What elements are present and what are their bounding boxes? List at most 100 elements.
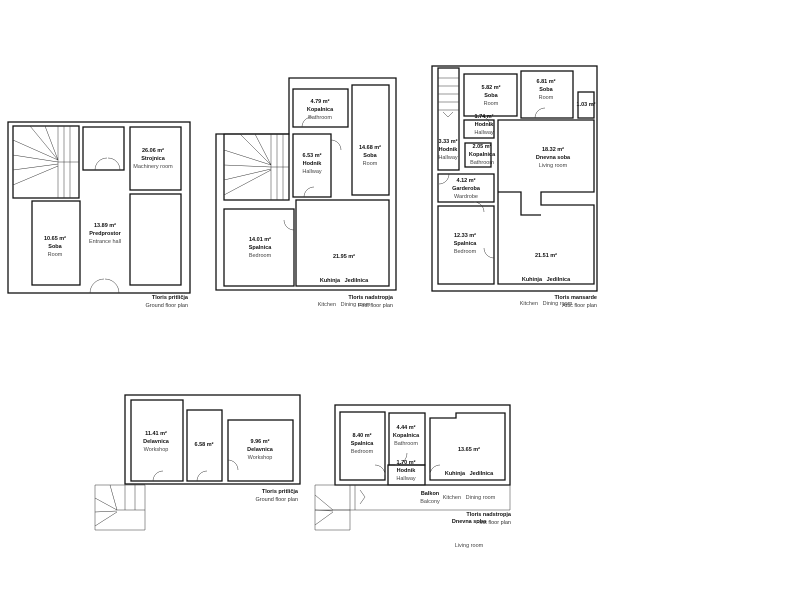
first-floor-plan-2-walls (314, 404, 511, 531)
room-name: Soba (484, 93, 498, 99)
caption-english: Ground floor plan (145, 303, 189, 309)
room-label-room: 10.65 m² Soba Room (44, 235, 66, 259)
room-name: Soba (539, 87, 553, 93)
room-name-en: Kitchen Dining room (519, 301, 573, 307)
room-area: 12.33 m² (453, 233, 476, 239)
room-name-en: Machinery room (133, 164, 173, 170)
room-label-bedroom: 14.01 m² Spalnica Bedroom (249, 236, 272, 260)
room-name: Kopalnica (392, 433, 420, 439)
plan-caption-first-floor-2: Tloris nadstropja First floor plan (466, 511, 511, 527)
caption-slovene: Tloris pritličja (151, 295, 188, 301)
room-area: 11.41 m² (145, 431, 167, 437)
room-name-en: Hallway (302, 169, 322, 175)
room-label-kitchen-dining: 21.95 m² Kuhinja Jedilnica Kitchen Dinin… (318, 237, 371, 317)
plan-caption-ground-floor-2: Tloris pritličja Ground floor plan (256, 488, 299, 504)
caption-english: Ground floor plan (255, 497, 299, 503)
room-name: Spalnica (453, 241, 477, 247)
caption-slovene: Tloris nadstropja (348, 295, 393, 301)
room-label-bathroom: 4.79 m² Kopalnica Bathroom (307, 98, 333, 122)
room-area: 6.58 m² (194, 442, 214, 448)
room-name-en: Room (362, 161, 378, 167)
ground-floor-plan-walls (7, 121, 191, 294)
room-area: 9.96 m² (250, 439, 270, 445)
room-area: 6.53 m² (302, 153, 322, 159)
room-name-en: Bathroom (308, 115, 332, 121)
room-name: Dnevna soba (535, 155, 571, 161)
room-name-en: Workshop (143, 447, 169, 453)
ground-floor-plan-2-walls (94, 394, 301, 531)
room-area: 4.44 m² (396, 425, 416, 431)
room-name: Hodnik (302, 161, 322, 167)
room-label-workshop: 9.96 m² Delavnica Workshop (247, 438, 273, 462)
room-label-hallway: 6.53 m² Hodnik Hallway (302, 152, 321, 176)
room-name-en: Bedroom (350, 449, 374, 455)
room-name: Delavnica (143, 439, 169, 445)
room-area: 6.81 m² (536, 79, 556, 85)
room-label-bedroom: 8.40 m² Spalnica Bedroom (351, 432, 374, 456)
room-name-en: Hallway (474, 130, 494, 136)
room-label-hallway: 3.33 m² Hodnik Hallway (438, 138, 457, 162)
room-label-storage: 6.58 m² (195, 441, 214, 449)
room-area: 13.89 m² (93, 223, 117, 229)
room-area: 21.51 m² (534, 253, 557, 259)
room-name-en: Kitchen Dining room (442, 495, 496, 501)
room-name-en: Living room (538, 163, 568, 169)
room-name: Spalnica (248, 245, 272, 251)
room-area: 1.03 m² (576, 102, 596, 108)
room-name-en: Balcony (420, 499, 440, 505)
room-label-bedroom: 12.33 m² Spalnica Bedroom (454, 232, 477, 256)
plan-caption-ground-floor: Tloris pritličja Ground floor plan (146, 294, 189, 310)
room-name-en: Room (483, 101, 499, 107)
first-floor-plan-walls (215, 77, 397, 291)
room-area: 14.01 m² (248, 237, 271, 243)
room-name-en: Wardrobe (454, 194, 478, 200)
room-name: Kuhinja Jedilnica (521, 277, 571, 283)
room-label-workshop: 11.41 m² Delavnica Workshop (143, 430, 169, 454)
room-name: Hodnik (474, 122, 494, 128)
room-label-entrance-hall: 13.89 m² Predprostor Entrance hall (89, 222, 121, 246)
room-label-bathroom: 4.44 m² Kopalnica Bathroom (393, 424, 419, 448)
caption-english: Attic floor plan (562, 303, 597, 309)
room-name: Garderoba (452, 186, 480, 192)
room-area: 21.95 m² (332, 254, 355, 260)
room-name-en: Workshop (247, 455, 273, 461)
caption-slovene: Tloris pritličja (261, 489, 298, 495)
room-name-en: Kitchen Dining room (317, 302, 371, 308)
room-label-bathroom: 2.05 m² Kopalnica Bathroom (469, 143, 495, 167)
caption-slovene: Tloris nadstropja (466, 512, 511, 518)
room-area: 18.32 m² (541, 147, 565, 153)
room-name-en: Hallway (396, 476, 416, 482)
room-name-en: Room (538, 95, 554, 101)
room-name: Delavnica (247, 447, 273, 453)
room-name: Soba (48, 244, 62, 250)
room-area: 5.82 m² (481, 85, 501, 91)
room-label-balcony: Balkon Balcony (420, 490, 440, 506)
room-name-2-en: Living room (454, 543, 484, 549)
room-label-room: 6.81 m² Soba Room (537, 78, 556, 102)
room-area: 2.05 m² (472, 144, 492, 150)
caption-english: First floor plan (476, 520, 511, 526)
room-name: Predprostor (89, 231, 121, 237)
room-name: Hodnik (396, 468, 416, 474)
room-area: 10.65 m² (43, 236, 67, 242)
room-name: Hodnik (438, 147, 458, 153)
room-name: Soba (363, 153, 377, 159)
room-label-hallway: 1.70 m² Hodnik Hallway (396, 459, 415, 483)
room-name-en: Bedroom (248, 253, 272, 259)
plan-caption-first-floor: Tloris nadstropja First floor plan (348, 294, 393, 310)
attic-floor-plan-walls (431, 65, 598, 292)
room-label-kitchen-dining-living: 13.65 m² Kuhinja Jedilnica Kitchen Dinin… (443, 430, 496, 558)
room-area: 1.74 m² (474, 114, 494, 120)
room-name: Spalnica (350, 441, 374, 447)
room-label-room: 5.82 m² Soba Room (482, 84, 501, 108)
room-area: 3.33 m² (438, 139, 458, 145)
room-area: 13.65 m² (457, 447, 480, 453)
room-label-hallway-small: 1.74 m² Hodnik Hallway (474, 113, 493, 137)
room-name-en: Bathroom (394, 441, 418, 447)
room-area: 4.79 m² (310, 99, 330, 105)
room-name: Kuhinja Jedilnica (444, 471, 494, 477)
room-name-2: Dnevna soba (451, 519, 487, 525)
room-label-room: 14.68 m² Soba Room (359, 144, 381, 168)
room-label-storage: 1.03 m² (577, 101, 596, 109)
